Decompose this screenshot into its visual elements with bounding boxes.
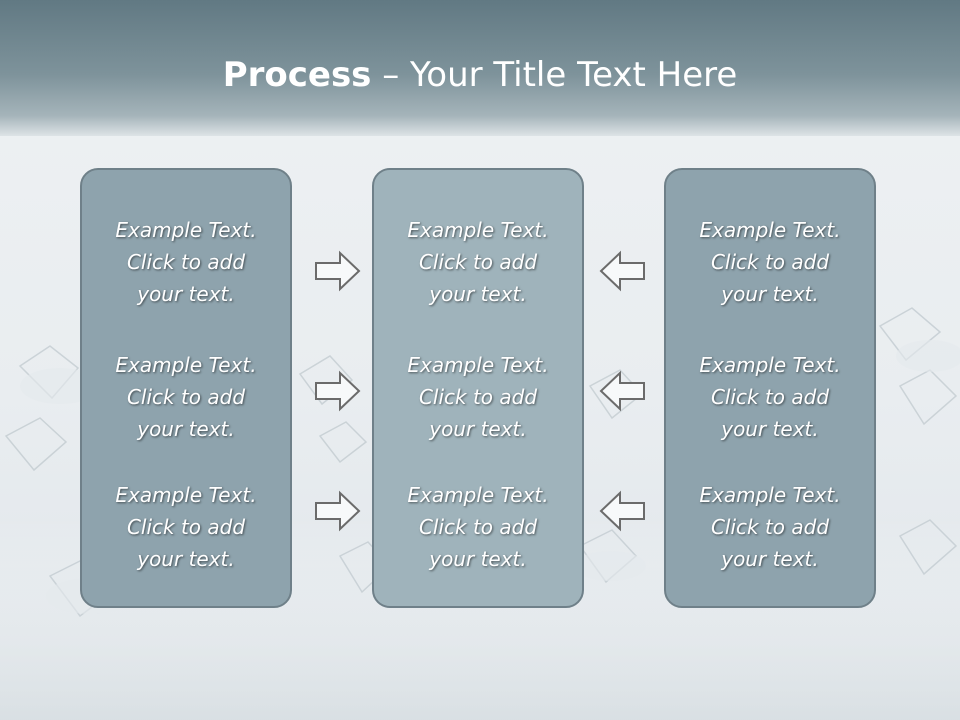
text-line: Click to add [418,250,538,274]
text-block[interactable]: Example Text. Click to add your text. [666,349,874,445]
text-line: Click to add [418,515,538,539]
text-line: Example Text. [407,353,549,377]
arrow-left-icon[interactable] [598,250,646,292]
text-line: Example Text. [407,218,549,242]
text-line: Example Text. [407,483,549,507]
text-line: Example Text. [699,483,841,507]
text-line: your text. [429,282,527,306]
text-block[interactable]: Example Text. Click to add your text. [374,214,582,310]
arrow-right-icon[interactable] [314,250,362,292]
text-line: your text. [721,417,819,441]
text-line: Example Text. [115,483,257,507]
text-line: your text. [721,282,819,306]
text-line: your text. [137,282,235,306]
text-block[interactable]: Example Text. Click to add your text. [666,479,874,575]
text-line: your text. [137,547,235,571]
text-block[interactable]: Example Text. Click to add your text. [82,479,290,575]
title-bold-text: Process [222,55,372,95]
text-line: Click to add [710,515,830,539]
arrow-left-icon[interactable] [598,370,646,412]
text-block[interactable]: Example Text. Click to add your text. [82,214,290,310]
text-block[interactable]: Example Text. Click to add your text. [82,349,290,445]
arrow-left-icon[interactable] [598,490,646,532]
text-block[interactable]: Example Text. Click to add your text. [666,214,874,310]
text-line: Click to add [418,385,538,409]
process-box-middle[interactable]: Example Text. Click to add your text. Ex… [372,168,584,608]
text-line: Example Text. [115,353,257,377]
title-bar [0,0,960,136]
text-line: Example Text. [699,218,841,242]
arrow-right-icon[interactable] [314,370,362,412]
text-line: your text. [137,417,235,441]
text-line: Click to add [126,250,246,274]
text-block[interactable]: Example Text. Click to add your text. [374,349,582,445]
text-line: Click to add [126,515,246,539]
text-block[interactable]: Example Text. Click to add your text. [374,479,582,575]
text-line: your text. [721,547,819,571]
text-line: your text. [429,417,527,441]
text-line: Example Text. [115,218,257,242]
process-box-left[interactable]: Example Text. Click to add your text. Ex… [80,168,292,608]
text-line: Click to add [710,250,830,274]
arrow-right-icon[interactable] [314,490,362,532]
text-line: Click to add [710,385,830,409]
text-line: Example Text. [699,353,841,377]
slide-title[interactable]: Process – Your Title Text Here [0,52,960,98]
text-line: Click to add [126,385,246,409]
title-rest-text: – Your Title Text Here [371,55,738,95]
text-line: your text. [429,547,527,571]
process-box-right[interactable]: Example Text. Click to add your text. Ex… [664,168,876,608]
